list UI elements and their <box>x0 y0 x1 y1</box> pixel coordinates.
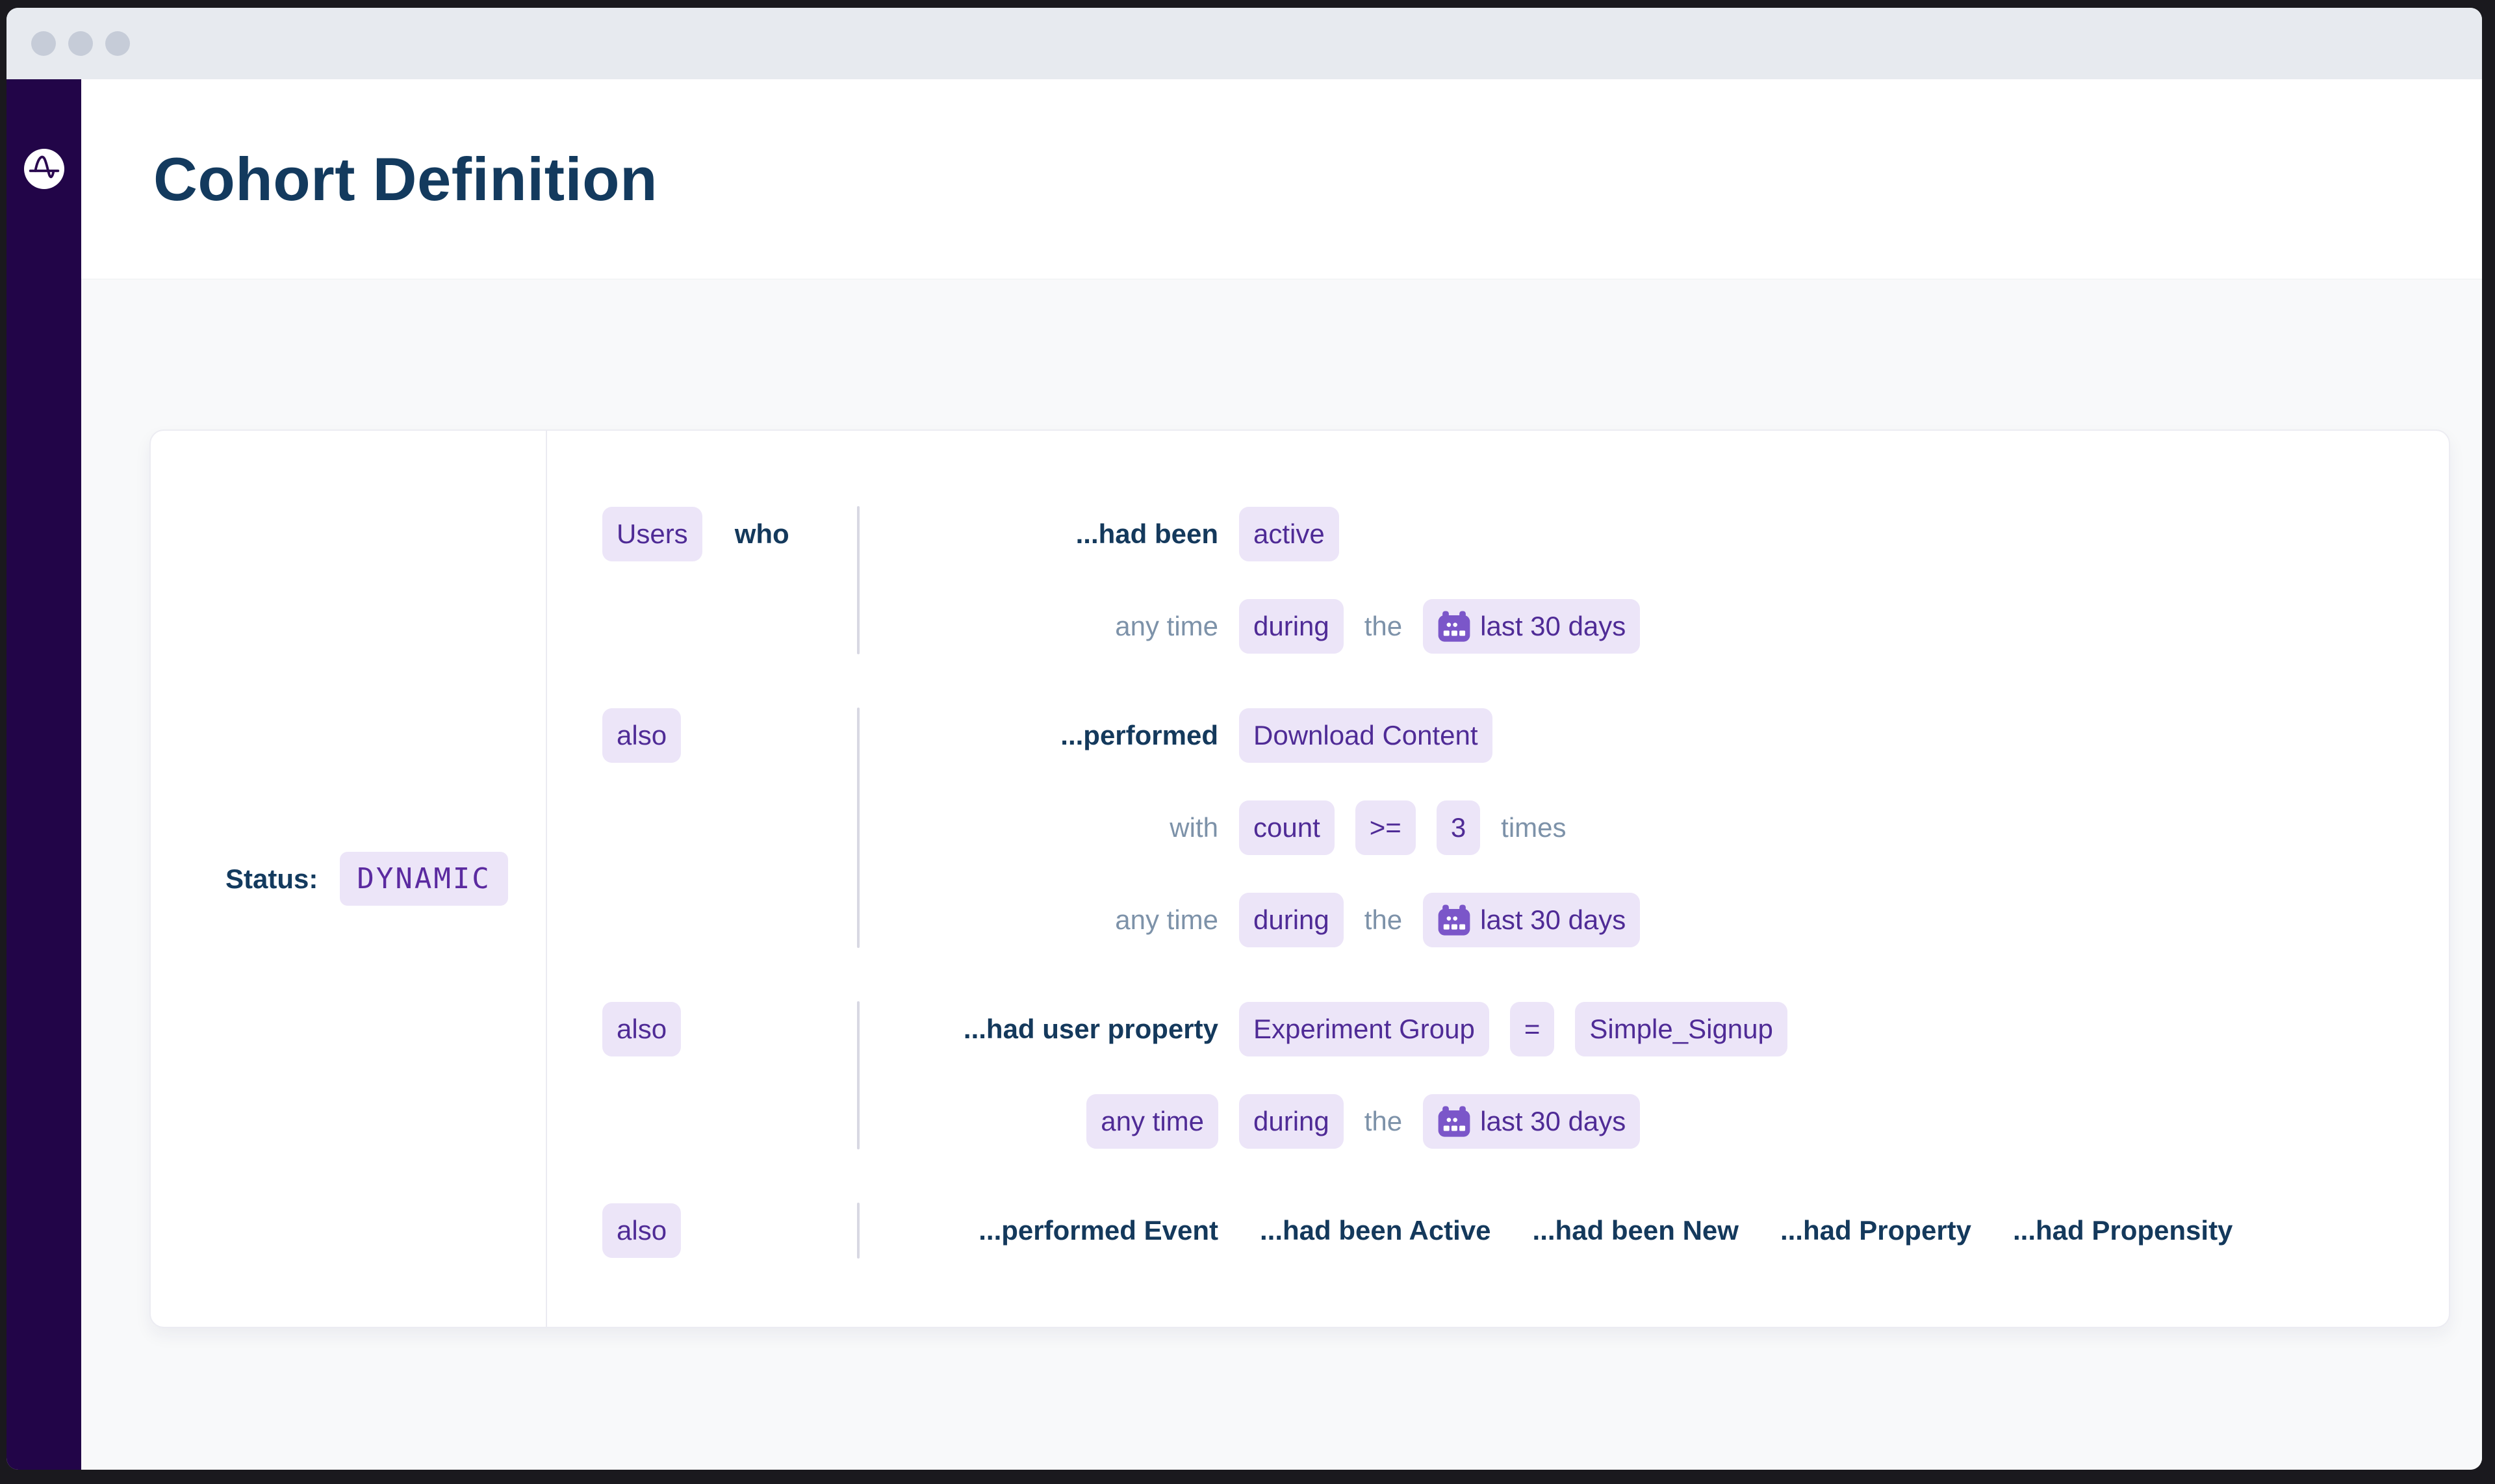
time-window-label: last 30 days <box>1480 1106 1626 1136</box>
condition-rule <box>857 708 860 948</box>
had-been-label[interactable]: ...had been <box>1075 518 1218 549</box>
condition-row-2: also ...performed Download Content <box>602 689 2449 966</box>
connector-label: who <box>734 518 789 549</box>
time-window-label: last 30 days <box>1480 611 1626 641</box>
cohort-definition-card: Status: DYNAMIC Users who <box>149 429 2450 1328</box>
content-area: Status: DYNAMIC Users who <box>81 279 2482 1470</box>
subject-chip[interactable]: Users <box>602 507 702 561</box>
calendar-icon <box>1438 904 1470 936</box>
time-window-chip[interactable]: last 30 days <box>1423 599 1641 654</box>
had-user-property-label[interactable]: ...had user property <box>963 1014 1218 1044</box>
title-bar <box>6 8 2482 79</box>
event-chip[interactable]: Download Content <box>1239 708 1492 763</box>
main-area: Cohort Definition Status: DYNAMIC <box>81 79 2482 1470</box>
also-chip[interactable]: also <box>602 708 682 763</box>
performed-label[interactable]: ...performed <box>1060 720 1218 750</box>
option-performed-event[interactable]: ...performed Event <box>979 1215 1218 1246</box>
calendar-icon <box>1438 1106 1470 1137</box>
status-badge[interactable]: DYNAMIC <box>340 852 508 906</box>
condition-rule <box>857 1001 860 1149</box>
minimize-window-button[interactable] <box>68 31 93 56</box>
during-chip[interactable]: during <box>1239 599 1344 654</box>
with-label: with <box>1170 812 1218 843</box>
during-chip[interactable]: during <box>1239 1094 1344 1149</box>
condition-rule <box>857 506 860 654</box>
page-title: Cohort Definition <box>153 144 658 213</box>
close-window-button[interactable] <box>31 31 56 56</box>
condition-row-3: also ...had user property Experiment Gro… <box>602 983 2449 1168</box>
aggregation-chip[interactable]: count <box>1239 800 1335 855</box>
amplitude-logo-icon[interactable] <box>23 149 64 189</box>
condition-rows: Users who ...had been active <box>547 431 2449 1327</box>
any-time-chip[interactable]: any time <box>1086 1094 1218 1149</box>
condition-row-1: Users who ...had been active <box>602 488 2449 672</box>
times-label: times <box>1501 812 1567 843</box>
status-label: Status: <box>225 863 318 894</box>
the-label: the <box>1364 611 1403 641</box>
the-label: the <box>1364 1106 1403 1136</box>
time-window-chip[interactable]: last 30 days <box>1423 1094 1641 1149</box>
active-value-chip[interactable]: active <box>1239 507 1339 561</box>
condition-rule <box>857 1203 860 1259</box>
count-value-chip[interactable]: 3 <box>1436 800 1481 855</box>
also-chip[interactable]: also <box>602 1002 682 1056</box>
window-body: Cohort Definition Status: DYNAMIC <box>6 79 2482 1470</box>
operator-chip[interactable]: = <box>1509 1002 1555 1056</box>
time-window-label: last 30 days <box>1480 904 1626 935</box>
condition-row-4: also ...performed Event ...had been Acti… <box>602 1184 2449 1277</box>
maximize-window-button[interactable] <box>105 31 130 56</box>
any-time-label: any time <box>1115 611 1218 641</box>
time-window-chip[interactable]: last 30 days <box>1423 893 1641 947</box>
any-time-label: any time <box>1115 904 1218 935</box>
the-label: the <box>1364 904 1403 935</box>
option-had-propensity[interactable]: ...had Propensity <box>2013 1215 2233 1246</box>
operator-chip[interactable]: >= <box>1355 800 1416 855</box>
during-chip[interactable]: during <box>1239 893 1344 947</box>
page-header: Cohort Definition <box>81 79 2482 279</box>
also-chip[interactable]: also <box>602 1203 682 1258</box>
option-had-been-new[interactable]: ...had been New <box>1532 1215 1739 1246</box>
option-had-been-active[interactable]: ...had been Active <box>1260 1215 1491 1246</box>
property-chip[interactable]: Experiment Group <box>1239 1002 1489 1056</box>
status-pane: Status: DYNAMIC <box>151 431 547 1327</box>
amplitude-logo-glyph <box>29 155 59 179</box>
app-window: Cohort Definition Status: DYNAMIC <box>6 8 2482 1470</box>
calendar-icon <box>1438 611 1470 642</box>
property-value-chip[interactable]: Simple_Signup <box>1575 1002 1787 1056</box>
sidebar <box>6 79 81 1470</box>
option-had-property[interactable]: ...had Property <box>1780 1215 1972 1246</box>
